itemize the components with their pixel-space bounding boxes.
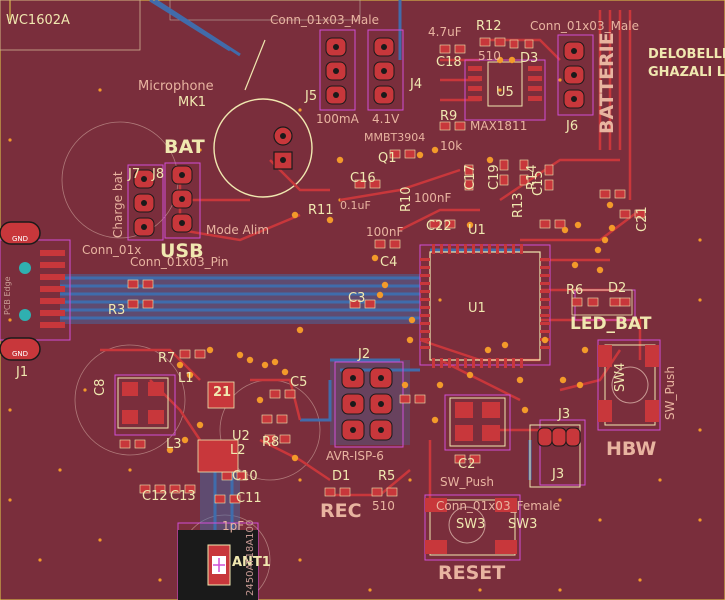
label-r9: R9: [440, 109, 458, 124]
label-r12-val: 510: [478, 49, 501, 63]
label-l1: L1: [178, 371, 194, 386]
label-41v: 4.1V: [372, 112, 400, 126]
label-c16-val: 0.1uF: [340, 199, 371, 212]
label-j7: J7: [128, 167, 141, 182]
label-sw3b: SW3: [508, 517, 538, 532]
label-c19: C19: [487, 164, 502, 190]
label-r13: R13: [511, 192, 526, 218]
label-sw-push2: SW_Push: [440, 475, 494, 489]
label-r5: R5: [378, 469, 396, 484]
label-c16: C16: [350, 171, 376, 186]
label-d1: D1: [332, 469, 351, 484]
label-sw3: SW3: [456, 517, 486, 532]
label-conn-female: Conn_01x03_Female: [436, 499, 560, 513]
label-c5: C5: [290, 375, 308, 390]
label-r9-val: 10k: [440, 139, 463, 153]
label-mmbt3904: MMBT3904: [364, 131, 426, 144]
label-sw-push: SW_Push: [663, 366, 677, 420]
label-bat: BAT: [164, 136, 205, 158]
label-rec: REC: [320, 500, 362, 522]
label-r3: R3: [108, 303, 126, 318]
label-c12: C12: [142, 489, 168, 504]
label-usb: USB: [160, 240, 204, 262]
j1-connector: [0, 221, 65, 361]
label-c4: C4: [380, 255, 398, 270]
label-r10: R10: [399, 186, 414, 212]
microphone-outline: [213, 98, 313, 198]
label-r5-val: 510: [372, 499, 395, 513]
label-led-bat: LED_BAT: [570, 314, 652, 334]
label-j1: J1: [16, 365, 29, 380]
label-mode-alim: Mode Alim: [206, 223, 270, 237]
label-j3: J3: [558, 407, 571, 422]
label-c8: C8: [93, 378, 108, 396]
label-c18-val: 4.7uF: [428, 25, 462, 39]
label-mk1: MK1: [178, 95, 207, 110]
label-reset: RESET: [438, 562, 506, 584]
label-l2: L2: [230, 443, 246, 458]
label-c3: C3: [348, 291, 366, 306]
label-c13: C13: [170, 489, 196, 504]
label-d2: D2: [608, 281, 627, 296]
label-j4: J4: [410, 77, 423, 92]
label-author1: DELOBELLE: [648, 47, 725, 62]
label-c15: C15: [531, 170, 546, 196]
label-r6: R6: [566, 283, 584, 298]
label-u1b: U1: [468, 301, 486, 316]
label-gnd1: GND: [12, 235, 29, 243]
label-c22: C22: [426, 219, 452, 234]
label-l3: L3: [166, 437, 182, 452]
label-wc1602a: WC1602A: [6, 13, 70, 28]
label-hbw: HBW: [606, 438, 657, 460]
label-gnd2: GND: [12, 350, 29, 358]
label-conn-top2: Conn_01x03_Male: [530, 19, 639, 33]
label-j8: J8: [152, 167, 165, 182]
label-batterie: BATTERIE: [596, 32, 618, 134]
label-c17: C17: [463, 164, 478, 190]
label-c21: C21: [635, 206, 650, 232]
label-microphone: Microphone: [138, 79, 214, 94]
label-ant-fab: 2450AT18A100: [245, 519, 256, 596]
label-100nf: 100nF: [414, 191, 452, 205]
label-avr-isp: AVR-ISP-6: [326, 449, 384, 463]
label-u2: U2: [232, 429, 250, 444]
label-u5: U5: [496, 85, 514, 100]
label-conn-top: Conn_01x03_Male: [270, 13, 379, 27]
label-conn-pin: Conn_01x03_Pin: [130, 255, 229, 269]
label-sw4: SW4: [613, 362, 628, 392]
label-21: 21: [213, 385, 232, 400]
label-r12: R12: [476, 19, 502, 34]
label-conn-left: Conn_01x: [82, 243, 142, 257]
label-author2: GHAZALI L: [648, 65, 725, 80]
label-c11: C11: [236, 491, 262, 506]
label-j6: J6: [566, 119, 579, 134]
label-u1: U1: [468, 223, 486, 238]
label-j2: J2: [358, 347, 371, 362]
label-charge-bat: Charge bat: [111, 171, 125, 238]
label-q1: Q1: [378, 151, 397, 166]
label-r8: R8: [262, 435, 280, 450]
u1-qfp: [420, 244, 550, 368]
label-pcb-edge: PCB Edge: [3, 276, 12, 315]
label-j3b: J3: [552, 467, 565, 482]
label-r7: R7: [158, 351, 176, 366]
label-c2: C2: [458, 457, 476, 472]
grid-dots: [8, 78, 702, 592]
label-r11: R11: [308, 203, 334, 218]
label-max1811: MAX1811: [470, 119, 528, 133]
label-d3: D3: [520, 51, 539, 66]
label-c4-val: 100nF: [366, 225, 404, 239]
label-c18: C18: [436, 55, 462, 70]
label-c10: C10: [232, 469, 258, 484]
label-j5: J5: [305, 89, 318, 104]
vias: [166, 56, 616, 462]
label-100ma: 100mA: [316, 112, 359, 126]
label-ant1: ANT1: [232, 555, 271, 570]
label-1pf: 1pF: [222, 519, 245, 533]
